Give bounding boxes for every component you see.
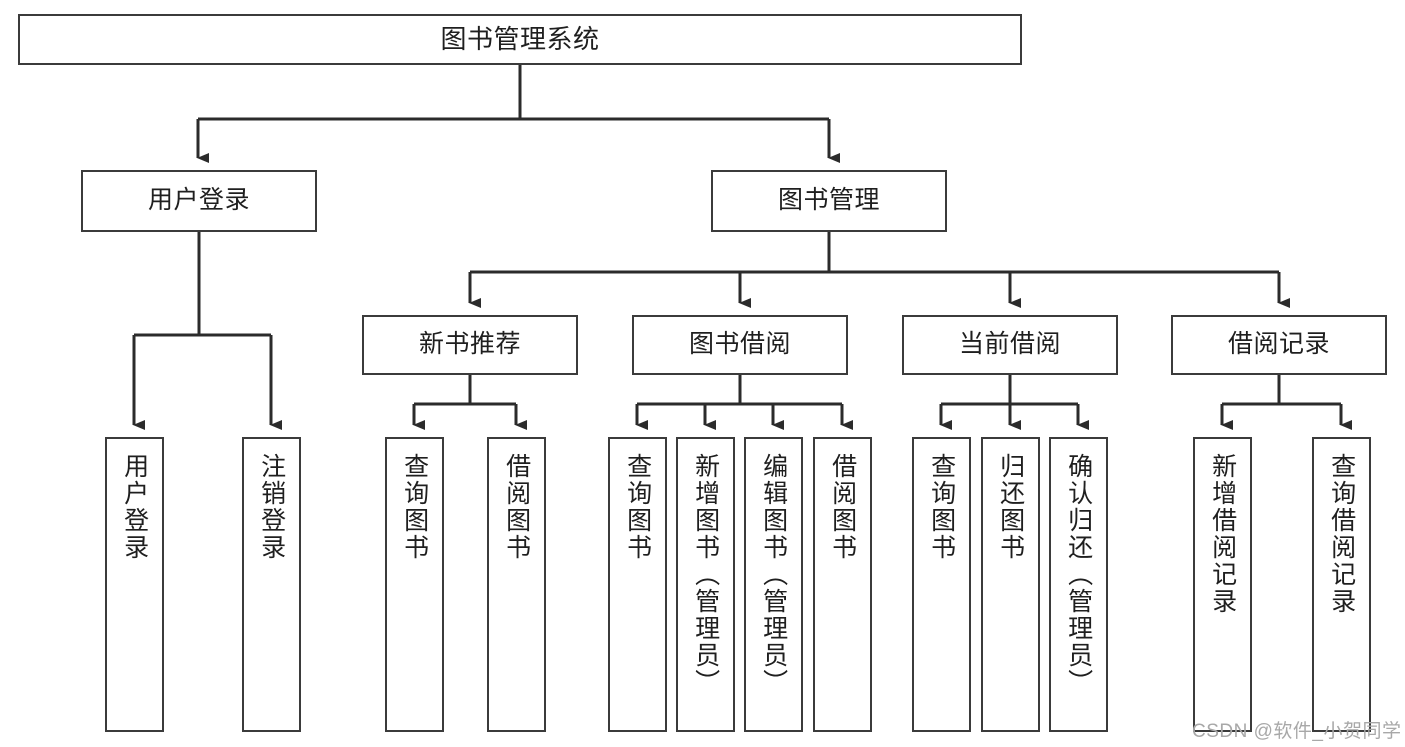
- leaf-user-login[interactable]: 用户登录: [105, 437, 164, 732]
- node-label: 借阅记录: [1227, 330, 1330, 359]
- node-label: 借阅图书: [828, 453, 857, 561]
- leaf-recommend-query-book[interactable]: 查询图书: [385, 437, 444, 732]
- leaf-recommend-borrow-book[interactable]: 借阅图书: [487, 437, 546, 732]
- node-label: 查询图书: [927, 453, 956, 561]
- node-book-management[interactable]: 图书管理: [711, 170, 947, 232]
- node-label: 归还图书: [996, 453, 1025, 561]
- node-label: 编辑图书（管理员）: [759, 453, 788, 696]
- leaf-record-query-borrow-record[interactable]: 查询借阅记录: [1312, 437, 1371, 732]
- node-book-borrow[interactable]: 图书借阅: [632, 315, 848, 375]
- node-label: 注销登录: [257, 453, 286, 561]
- node-label: 图书借阅: [688, 330, 791, 359]
- node-label: 新增图书（管理员）: [691, 453, 720, 696]
- node-current-borrow[interactable]: 当前借阅: [902, 315, 1118, 375]
- node-label: 当前借阅: [958, 330, 1061, 359]
- leaf-record-add-borrow-record[interactable]: 新增借阅记录: [1193, 437, 1252, 732]
- leaf-borrow-edit-book-admin[interactable]: 编辑图书（管理员）: [744, 437, 803, 732]
- node-label: 新增借阅记录: [1208, 453, 1237, 615]
- node-label: 图书管理: [777, 186, 880, 215]
- node-user-login[interactable]: 用户登录: [81, 170, 317, 232]
- node-label: 借阅图书: [502, 453, 531, 561]
- leaf-user-logout[interactable]: 注销登录: [242, 437, 301, 732]
- node-label: 查询借阅记录: [1327, 453, 1356, 615]
- node-label: 查询图书: [623, 453, 652, 561]
- node-label: 用户登录: [147, 186, 250, 215]
- node-borrow-record[interactable]: 借阅记录: [1171, 315, 1387, 375]
- leaf-current-confirm-return-admin[interactable]: 确认归还（管理员）: [1049, 437, 1108, 732]
- leaf-borrow-borrow-book[interactable]: 借阅图书: [813, 437, 872, 732]
- watermark: CSDN @软件_小贺同学: [1192, 721, 1402, 742]
- node-label: 新书推荐: [418, 330, 521, 359]
- leaf-borrow-add-book-admin[interactable]: 新增图书（管理员）: [676, 437, 735, 732]
- node-label: 用户登录: [120, 453, 149, 561]
- leaf-current-query-book[interactable]: 查询图书: [912, 437, 971, 732]
- node-new-book-recommend[interactable]: 新书推荐: [362, 315, 578, 375]
- node-label: 图书管理系统: [440, 24, 600, 55]
- node-label: 查询图书: [400, 453, 429, 561]
- leaf-current-return-book[interactable]: 归还图书: [981, 437, 1040, 732]
- node-root-book-management-system[interactable]: 图书管理系统: [18, 14, 1022, 65]
- node-label: 确认归还（管理员）: [1064, 453, 1093, 696]
- leaf-borrow-query-book[interactable]: 查询图书: [608, 437, 667, 732]
